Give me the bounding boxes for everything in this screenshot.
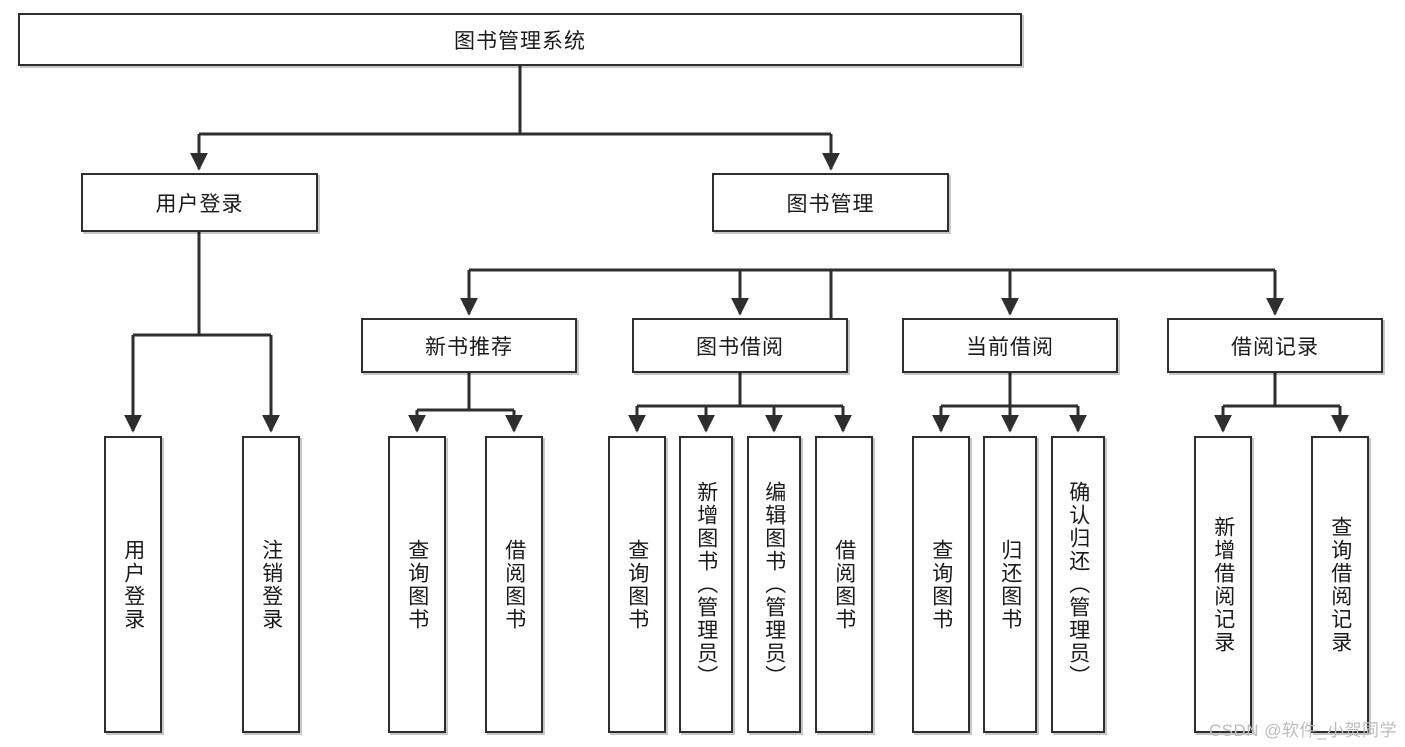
node-leaf-borrow-book-1[interactable]: 借阅图书 bbox=[485, 436, 543, 733]
node-leaf-confirm-return-label: 确认归还（管理员） bbox=[1066, 481, 1090, 688]
node-leaf-return-book-label: 归还图书 bbox=[998, 538, 1022, 631]
node-leaf-query-record[interactable]: 查询借阅记录 bbox=[1311, 436, 1369, 733]
node-leaf-add-book-label: 新增图书（管理员） bbox=[694, 481, 718, 688]
node-current-borrow-label: 当前借阅 bbox=[966, 335, 1054, 359]
node-leaf-borrow-book-2[interactable]: 借阅图书 bbox=[815, 436, 873, 733]
node-new-book-recommend[interactable]: 新书推荐 bbox=[361, 318, 577, 373]
node-leaf-add-record[interactable]: 新增借阅记录 bbox=[1194, 436, 1252, 733]
node-leaf-user-login-label: 用户登录 bbox=[121, 538, 145, 631]
node-leaf-logout-login[interactable]: 注销登录 bbox=[242, 436, 300, 733]
node-book-borrow-label: 图书借阅 bbox=[696, 335, 784, 359]
node-leaf-edit-book-label: 编辑图书（管理员） bbox=[762, 481, 786, 688]
node-leaf-query-book-3-label: 查询图书 bbox=[929, 538, 953, 631]
node-leaf-query-book-1-label: 查询图书 bbox=[405, 538, 429, 631]
node-leaf-confirm-return[interactable]: 确认归还（管理员） bbox=[1051, 436, 1105, 733]
node-leaf-edit-book[interactable]: 编辑图书（管理员） bbox=[747, 436, 801, 733]
node-leaf-add-record-label: 新增借阅记录 bbox=[1211, 515, 1235, 654]
watermark: CSDN @软件_小贺同学 bbox=[1208, 721, 1397, 740]
node-user-login-label: 用户登录 bbox=[155, 192, 244, 216]
node-book-borrow[interactable]: 图书借阅 bbox=[632, 318, 848, 373]
node-book-management-label: 图书管理 bbox=[786, 192, 875, 216]
node-leaf-query-book-1[interactable]: 查询图书 bbox=[388, 436, 446, 733]
node-borrow-record-label: 借阅记录 bbox=[1231, 335, 1319, 359]
node-leaf-query-record-label: 查询借阅记录 bbox=[1328, 515, 1352, 654]
node-leaf-borrow-book-1-label: 借阅图书 bbox=[502, 538, 526, 631]
node-root-label: 图书管理系统 bbox=[454, 29, 586, 53]
node-leaf-borrow-book-2-label: 借阅图书 bbox=[832, 538, 856, 631]
node-root[interactable]: 图书管理系统 bbox=[18, 13, 1022, 66]
node-leaf-add-book[interactable]: 新增图书（管理员） bbox=[679, 436, 733, 733]
node-leaf-query-book-2[interactable]: 查询图书 bbox=[608, 436, 666, 733]
node-new-book-recommend-label: 新书推荐 bbox=[425, 335, 513, 359]
node-leaf-query-book-2-label: 查询图书 bbox=[625, 538, 649, 631]
node-user-login[interactable]: 用户登录 bbox=[81, 173, 318, 232]
node-current-borrow[interactable]: 当前借阅 bbox=[902, 318, 1118, 373]
node-book-management[interactable]: 图书管理 bbox=[712, 173, 949, 232]
node-borrow-record[interactable]: 借阅记录 bbox=[1167, 318, 1383, 373]
node-leaf-user-login[interactable]: 用户登录 bbox=[104, 436, 162, 733]
node-leaf-logout-login-label: 注销登录 bbox=[259, 538, 283, 631]
node-leaf-query-book-3[interactable]: 查询图书 bbox=[912, 436, 970, 733]
node-leaf-return-book[interactable]: 归还图书 bbox=[983, 436, 1037, 733]
